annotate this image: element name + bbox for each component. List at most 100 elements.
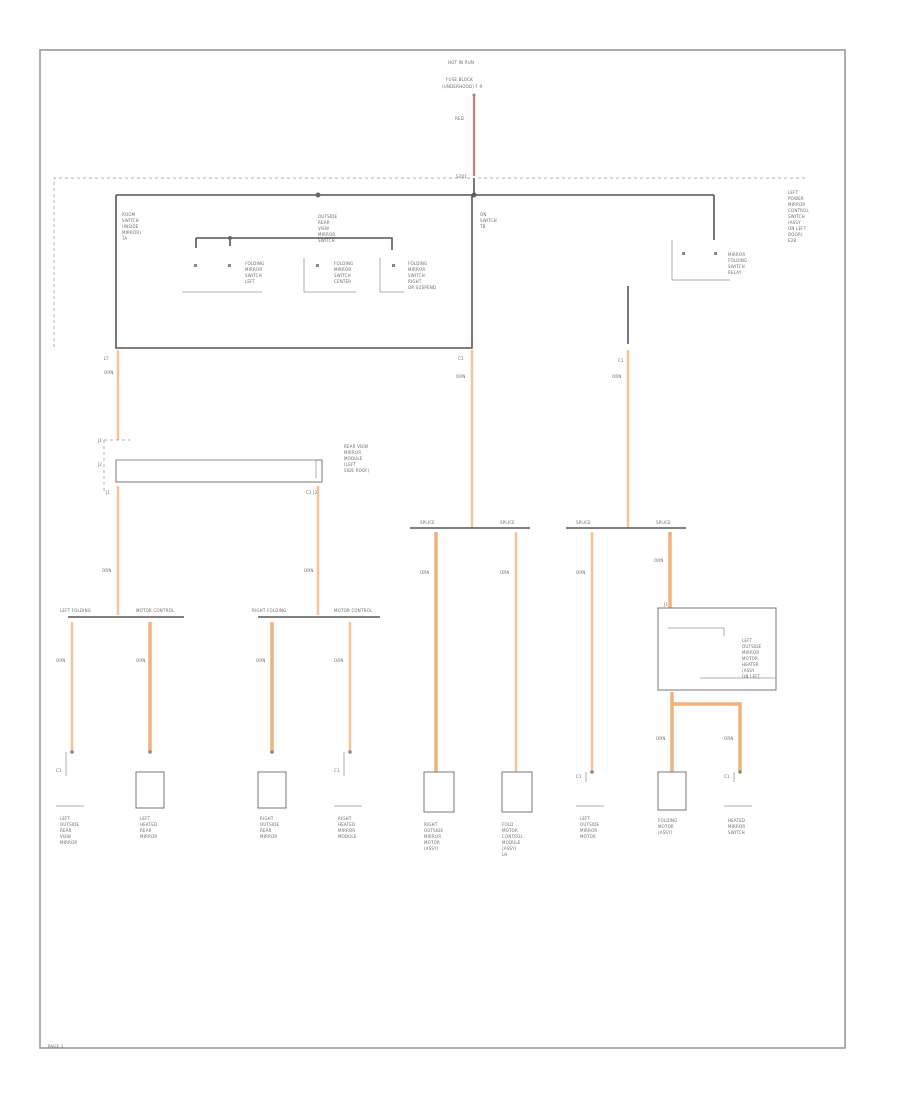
center-contact-label: ON SWITCH TB — [479, 212, 497, 229]
svg-text:RIGHT FOLDING: RIGHT FOLDING — [252, 608, 286, 613]
svg-text:MIRROR: MIRROR — [60, 840, 77, 845]
svg-text:SWITCH: SWITCH — [788, 214, 805, 219]
footer-label: PAGE 1 — [48, 1044, 64, 1049]
splice-bar-b: SPLICE SPLICE — [566, 520, 686, 529]
left-enclosure — [115, 195, 473, 349]
svg-text:RELAY: RELAY — [728, 270, 742, 275]
svg-text:ROOM: ROOM — [122, 212, 136, 217]
junction-module: J1 J2 REAR VIEW MIRROR MODULE (LEFT SIDE… — [97, 438, 370, 495]
svg-text:SIDE ROOF): SIDE ROOF) — [344, 468, 370, 473]
svg-text:REAR: REAR — [318, 220, 330, 225]
svg-text:MOTOR CONTROL: MOTOR CONTROL — [334, 608, 373, 613]
drop-d-label: ORN — [334, 658, 344, 663]
svg-text:FOLDING: FOLDING — [334, 261, 353, 266]
svg-text:MIRROR: MIRROR — [408, 267, 425, 272]
svg-text:SWITCH: SWITCH — [408, 273, 425, 278]
svg-text:FOLDING: FOLDING — [245, 261, 264, 266]
svg-text:MIRROR: MIRROR — [260, 834, 277, 839]
svg-text:MODULE: MODULE — [344, 456, 363, 461]
center-drop-wire-label: ORN — [456, 374, 466, 379]
svg-text:CONTROL: CONTROL — [788, 208, 810, 213]
right-drop-conn: C1 — [618, 358, 624, 363]
bottom-comp-d: C1 RIGHT HEATED MIRROR MODULE — [334, 752, 362, 839]
svg-text:J1: J1 — [105, 490, 110, 495]
center-switch-label: OUTSIDE REAR VIEW MIRROR SWITCH — [318, 214, 338, 243]
svg-text:LH: LH — [502, 852, 508, 857]
svg-text:TB: TB — [479, 224, 486, 229]
connector-ticks — [70, 750, 742, 774]
svg-text:RIGHT: RIGHT — [260, 816, 274, 821]
rail-node — [228, 236, 232, 240]
drop-a-label: ORN — [56, 658, 66, 663]
svg-text:(ASSY: (ASSY — [742, 668, 755, 673]
svg-text:REAR: REAR — [60, 828, 72, 833]
svg-text:ON LEFT: ON LEFT — [742, 674, 761, 679]
svg-text:HOT IN RUN: HOT IN RUN — [448, 60, 474, 65]
module-out-b — [672, 702, 742, 772]
svg-text:MIRROR: MIRROR — [338, 828, 355, 833]
shield-line — [53, 177, 806, 350]
left-drop-conn: LT — [104, 356, 109, 361]
svg-text:MIRROR: MIRROR — [245, 267, 262, 272]
svg-text:ON LEFT: ON LEFT — [788, 226, 807, 231]
switch-a: FOLDING MIRROR SWITCH LEFT — [182, 261, 264, 293]
svg-text:MIRROR: MIRROR — [334, 267, 351, 272]
right-switch: MIRROR FOLDING SWITCH RELAY — [671, 240, 747, 281]
svg-text:MIRROR): MIRROR) — [122, 230, 141, 235]
svg-text:SWITCH: SWITCH — [728, 264, 745, 269]
bus-node-a — [315, 192, 321, 198]
svg-text:MODULE: MODULE — [502, 840, 521, 845]
svg-text:LEFT: LEFT — [742, 638, 753, 643]
svg-text:CONTROL: CONTROL — [502, 834, 524, 839]
bottom-comp-e: RIGHT OUTSIDE MIRROR MOTOR (ASSY) — [423, 771, 455, 851]
svg-text:TA: TA — [121, 236, 127, 241]
svg-text:SPLICE: SPLICE — [576, 520, 591, 525]
svg-text:J1: J1 — [663, 602, 668, 607]
svg-text:C1: C1 — [334, 768, 340, 773]
switch-c: FOLDING MIRROR SWITCH RIGHT OR SUSPEND — [379, 258, 436, 293]
bottom-comp-i: C1 HEATED MIRROR SWITCH — [724, 772, 752, 835]
svg-text:REAR: REAR — [260, 828, 272, 833]
svg-text:SWITCH: SWITCH — [122, 218, 139, 223]
svg-text:MIRROR: MIRROR — [788, 202, 805, 207]
drop-b-label: ORN — [136, 658, 146, 663]
left-lower-wire-label: ORN — [102, 568, 112, 573]
svg-text:SWITCH: SWITCH — [334, 273, 351, 278]
svg-text:HEATED: HEATED — [728, 818, 745, 823]
right-ctl-label: LEFT POWER MIRROR CONTROL SWITCH (ASSY O… — [788, 190, 810, 243]
svg-text:RIGHT: RIGHT — [408, 279, 422, 284]
drop-g-label: ORN — [576, 570, 586, 575]
svg-text:OUTSIDE: OUTSIDE — [742, 644, 762, 649]
junction-bar-left: LEFT FOLDING MOTOR CONTROL — [60, 608, 184, 618]
mid-lower-wire-label: ORN — [304, 568, 314, 573]
svg-text:OUTSIDE: OUTSIDE — [318, 214, 338, 219]
svg-text:REAR: REAR — [140, 828, 152, 833]
splice-label: S201 — [456, 174, 467, 179]
svg-text:J1: J1 — [97, 438, 102, 443]
svg-text:FOLDING: FOLDING — [408, 261, 427, 266]
svg-text:LEFT: LEFT — [60, 816, 71, 821]
svg-text:FOLDING: FOLDING — [728, 258, 747, 263]
svg-text:FOLDING: FOLDING — [658, 818, 677, 823]
right-drop-wire-label: ORN — [612, 374, 622, 379]
bottom-comp-g: C1 LEFT OUTSIDE MIRROR MOTOR — [576, 772, 604, 839]
bottom-comp-f: FOLD MOTOR CONTROL MODULE (ASSY) LH — [501, 771, 533, 857]
svg-text:MIRROR: MIRROR — [728, 824, 745, 829]
svg-text:MOTOR: MOTOR — [502, 828, 518, 833]
module-out-a-label: ORN — [656, 736, 666, 741]
svg-text:FUSE BLOCK: FUSE BLOCK — [446, 77, 473, 82]
svg-text:MOTOR CONTROL: MOTOR CONTROL — [136, 608, 175, 613]
svg-text:MOTOR: MOTOR — [742, 656, 758, 661]
drop-c-label: ORN — [256, 658, 266, 663]
fuse-terminal — [472, 93, 476, 97]
svg-text:REAR VIEW: REAR VIEW — [344, 444, 368, 449]
svg-text:MIRROR: MIRROR — [344, 450, 361, 455]
svg-text:DOOR): DOOR) — [788, 232, 803, 237]
svg-text:HEATED: HEATED — [338, 822, 355, 827]
svg-text:SPLICE: SPLICE — [500, 520, 515, 525]
svg-text:HEATER: HEATER — [742, 662, 759, 667]
svg-text:RIGHT: RIGHT — [338, 816, 352, 821]
svg-text:VIEW: VIEW — [318, 226, 329, 231]
svg-text:C1 J2: C1 J2 — [306, 490, 318, 495]
